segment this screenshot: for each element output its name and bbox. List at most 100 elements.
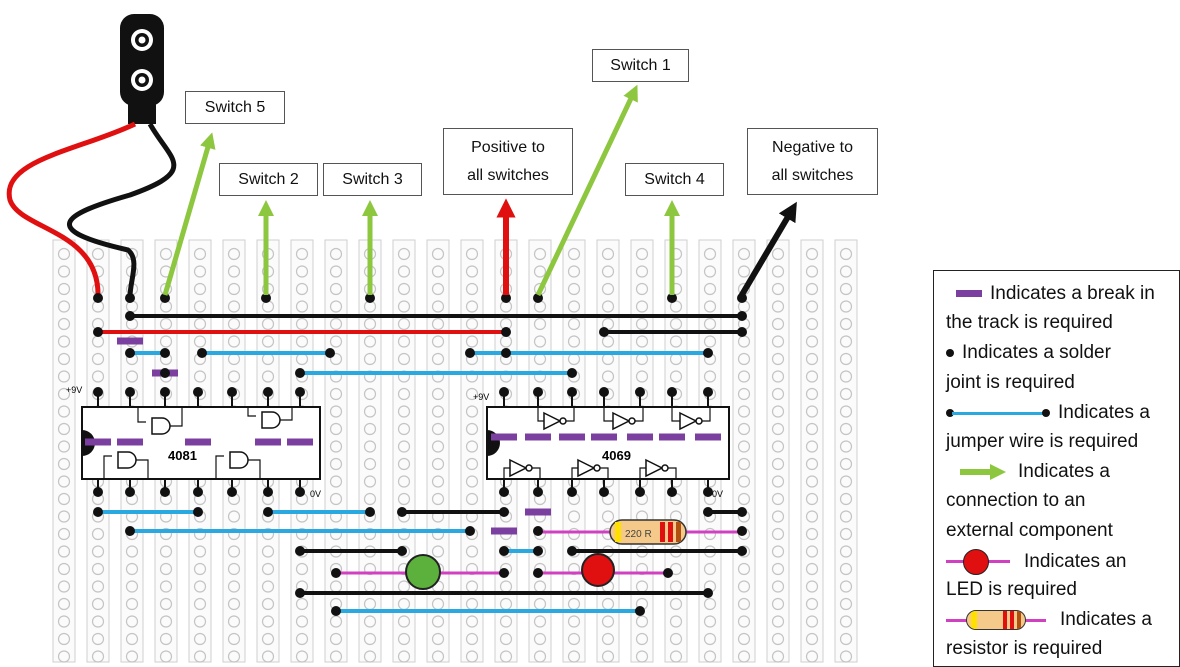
- strip-hole: [499, 632, 513, 646]
- not-gate-bubble: [525, 464, 533, 472]
- strip-hole: [669, 632, 683, 646]
- strip-hole: [193, 317, 207, 331]
- strip-hole: [125, 650, 139, 663]
- solder-joint: [499, 568, 509, 578]
- strip-hole: [839, 300, 853, 313]
- ic-4081-zero: 0V: [310, 489, 321, 499]
- strip-hole: [703, 282, 717, 296]
- track-break: [287, 438, 313, 446]
- track-break: [659, 433, 685, 441]
- not-gate-bubble: [559, 417, 567, 425]
- solder-joint: [160, 348, 170, 358]
- strip-hole: [329, 335, 343, 348]
- strip-hole: [567, 510, 581, 523]
- solder-joint: [703, 507, 713, 517]
- strip-hole: [703, 562, 717, 576]
- legend-jumper: Indicates a: [946, 402, 1150, 424]
- track-break: [117, 337, 143, 345]
- strip-hole: [771, 562, 785, 576]
- resistor-label: 220 R: [625, 529, 652, 540]
- strip-hole: [159, 615, 173, 628]
- strip-hole: [635, 265, 649, 278]
- legend-connection-text-1: Indicates a: [1018, 461, 1110, 482]
- ic-4069-label: 4069: [602, 448, 631, 463]
- strip-hole: [363, 335, 377, 348]
- legend-solder-text-2: joint is required: [946, 372, 1075, 393]
- strip-hole: [839, 317, 853, 331]
- strip-hole: [771, 352, 785, 366]
- track-break: [255, 438, 281, 446]
- strip-hole: [737, 615, 751, 628]
- gate-trace: [248, 459, 261, 479]
- gate-trace: [603, 407, 613, 422]
- gate-trace: [571, 467, 578, 479]
- strip-hole: [295, 282, 309, 296]
- solder-joint: [599, 327, 609, 337]
- strip-hole: [431, 387, 445, 401]
- negative-label-line2: all switches: [771, 166, 854, 184]
- strip-hole: [227, 527, 241, 541]
- track-breaks: [85, 337, 721, 535]
- strip-hole: [295, 632, 309, 646]
- strip-hole: [329, 440, 343, 453]
- strip-hole: [533, 265, 547, 278]
- solder-joint: [227, 387, 237, 397]
- strip-hole: [57, 300, 71, 313]
- strip-hole: [839, 562, 853, 576]
- strip-hole: [57, 440, 71, 453]
- strip-hole: [193, 650, 207, 663]
- strip-hole: [363, 422, 377, 436]
- strip-hole: [193, 545, 207, 558]
- strip-hole: [839, 422, 853, 436]
- strip-hole: [737, 370, 751, 383]
- strip-hole: [159, 545, 173, 558]
- strip-hole: [839, 405, 853, 418]
- strip-hole: [261, 317, 275, 331]
- led-green: [336, 554, 504, 590]
- strip-hole: [839, 650, 853, 663]
- solder-joint: [93, 293, 103, 303]
- strip-hole: [465, 422, 479, 436]
- strip-hole: [669, 335, 683, 348]
- strip-hole: [703, 247, 717, 261]
- strip-hole: [431, 352, 445, 366]
- solder-dot-icon: [946, 348, 954, 357]
- resistor-icon: [946, 609, 1046, 631]
- strip-hole: [91, 632, 105, 646]
- strip-hole: [635, 300, 649, 313]
- switch2-label: Switch 2: [219, 163, 318, 196]
- battery-clip-icon: [120, 14, 164, 124]
- strip-hole: [431, 335, 445, 348]
- strip-hole: [397, 317, 411, 331]
- ic-4069-zero: 0V: [712, 489, 723, 499]
- strip-hole: [397, 632, 411, 646]
- solder-joint: [193, 487, 203, 497]
- strip-hole: [57, 580, 71, 593]
- strip-hole: [805, 615, 819, 628]
- strip-hole: [737, 632, 751, 646]
- strip-hole: [771, 247, 785, 261]
- strip-hole: [397, 300, 411, 313]
- strip-hole: [431, 440, 445, 453]
- solder-joint: [737, 526, 747, 536]
- strip-hole: [567, 317, 581, 331]
- solder-joint: [737, 327, 747, 337]
- solder-joint: [737, 546, 747, 556]
- strip-hole: [431, 650, 445, 663]
- strip-hole: [771, 335, 785, 348]
- solder-joint: [125, 348, 135, 358]
- strip-hole: [805, 510, 819, 523]
- solder-joint: [703, 588, 713, 598]
- strip-hole: [533, 615, 547, 628]
- switch1-label: Switch 1: [592, 49, 689, 82]
- strip-hole: [601, 370, 615, 383]
- solder-joint: [93, 507, 103, 517]
- gate-trace: [668, 467, 677, 479]
- strip-hole: [839, 475, 853, 488]
- strip-hole: [295, 615, 309, 628]
- strip-hole: [193, 265, 207, 278]
- strip-hole: [771, 387, 785, 401]
- strip-hole: [737, 597, 751, 611]
- strip-hole: [57, 615, 71, 628]
- switch1-arrow: [535, 84, 638, 297]
